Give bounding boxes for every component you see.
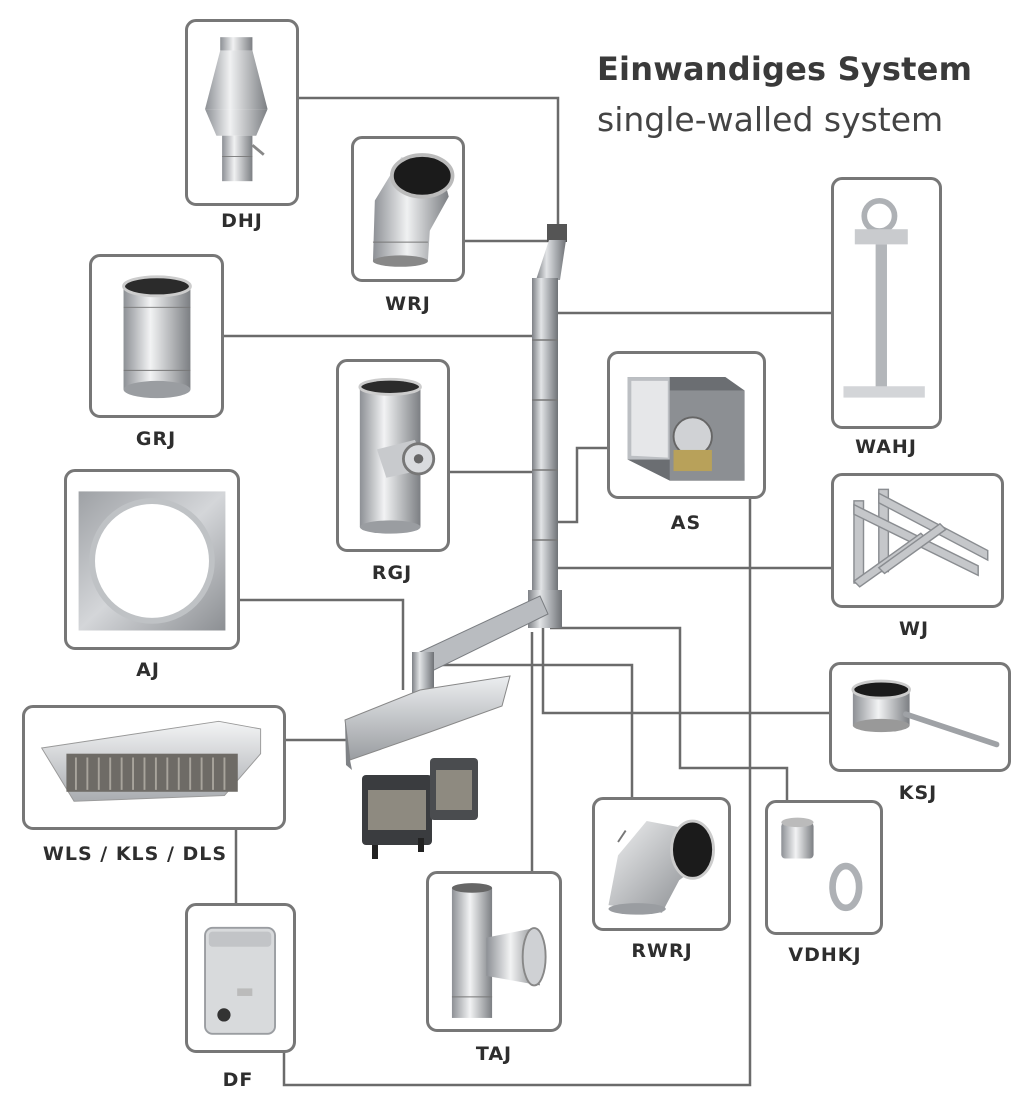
box-wrj[interactable] — [351, 136, 465, 282]
inspection-tee-icon — [358, 377, 436, 534]
closing-cap-icon — [781, 817, 863, 912]
wall-hood-icon — [40, 720, 262, 802]
pipe-elbow-top — [536, 240, 566, 280]
line-vdhkj — [550, 626, 789, 800]
box-wls[interactable] — [22, 705, 286, 830]
kitchen-hood — [344, 675, 511, 761]
deflector-hood-icon — [205, 37, 268, 182]
label-wrj: WRJ — [385, 293, 431, 315]
box-df[interactable] — [185, 903, 296, 1053]
wall-console-icon — [852, 488, 989, 588]
straight-pipe-icon — [122, 275, 192, 399]
wall-bracket-stand-icon — [843, 198, 925, 398]
wall-plate-icon — [78, 491, 226, 631]
elbow-90-icon — [608, 819, 715, 915]
label-ksj: KSJ — [898, 782, 938, 804]
line-aj — [240, 598, 405, 690]
label-rwrj: RWRJ — [631, 940, 693, 962]
label-wahj: WAHJ — [855, 436, 917, 458]
line-ksj — [541, 620, 829, 715]
label-taj: TAJ — [475, 1043, 513, 1065]
line-df-as — [282, 499, 752, 1087]
label-as: AS — [670, 512, 702, 534]
speed-controller-icon — [204, 926, 276, 1035]
label-vdhkj: VDHKJ — [788, 944, 862, 966]
angled-elbow-icon — [372, 153, 455, 267]
line-dhj — [299, 96, 560, 228]
title-english: single-walled system — [597, 100, 944, 139]
label-wls: WLS / KLS / DLS — [42, 843, 228, 865]
box-wahj[interactable] — [831, 177, 942, 429]
label-grj: GRJ — [135, 428, 177, 450]
box-ksj[interactable] — [829, 662, 1011, 772]
box-dhj[interactable] — [185, 19, 299, 206]
box-aj[interactable] — [64, 469, 240, 650]
label-rgj: RGJ — [371, 562, 413, 584]
tee-piece-icon — [451, 883, 547, 1018]
label-wj: WJ — [898, 618, 930, 640]
box-wj[interactable] — [831, 473, 1004, 608]
box-rwrj[interactable] — [592, 797, 731, 931]
exhaust-fan-box-icon — [627, 377, 745, 481]
line-rwrj — [438, 663, 634, 799]
label-df: DF — [222, 1069, 254, 1091]
box-taj[interactable] — [426, 871, 562, 1032]
box-vdhkj[interactable] — [765, 800, 883, 935]
pipe-cap — [547, 224, 567, 242]
box-grj[interactable] — [89, 254, 224, 418]
label-dhj: DHJ — [221, 210, 263, 232]
line-as — [552, 446, 607, 524]
damper-flap-icon — [851, 679, 1000, 748]
box-rgj[interactable] — [336, 359, 450, 552]
title-german: Einwandiges System — [597, 50, 973, 88]
box-as[interactable] — [607, 351, 766, 499]
vertical-pipe — [532, 278, 558, 608]
label-aj: AJ — [136, 659, 160, 681]
diagonal-pipe — [419, 595, 549, 673]
